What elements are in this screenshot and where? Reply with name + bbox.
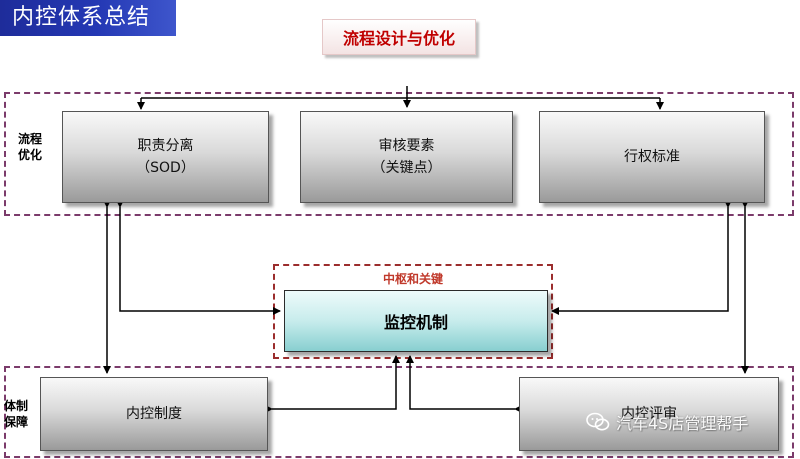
internal-control-review-box: 内控评审: [519, 377, 779, 451]
audit-line2: （关键点）: [371, 160, 442, 176]
page-title: 内控体系总结: [0, 0, 176, 36]
process-optimization-label: 流程 优化: [18, 131, 50, 163]
monitor-label: 监控机制: [383, 313, 448, 332]
connector-sod-monitor: [116, 200, 281, 315]
watermark: 汽车4S店管理帮手: [586, 409, 748, 435]
connector-authority-monitor: [551, 200, 732, 315]
policy-line1: 内控制度: [126, 406, 182, 422]
process-optimization-group: [4, 92, 794, 216]
process-label-line2: 优化: [18, 148, 43, 162]
review-line1: 内控评审: [621, 406, 677, 422]
process-design-label: 流程设计与优化: [322, 19, 476, 55]
sod-line1: 职责分离: [137, 138, 194, 154]
audit-elements-box: 审核要素 （关键点）: [300, 111, 513, 203]
wechat-icon: [586, 412, 610, 431]
audit-line1: 审核要素: [378, 138, 435, 154]
system-label-line1: 体制: [4, 399, 29, 413]
internal-control-policy-box: 内控制度: [40, 377, 268, 451]
system-label-line2: 保障: [4, 415, 29, 429]
connector-review-monitor: [406, 355, 522, 413]
segregation-of-duties-box: 职责分离 （SOD）: [62, 111, 269, 203]
connector-policy-monitor: [265, 355, 400, 413]
core-key-title: 中枢和关键: [382, 272, 443, 286]
monitoring-mechanism-box: 监控机制: [284, 290, 548, 352]
watermark-text: 汽车4S店管理帮手: [616, 414, 749, 433]
authority-standard-box: 行权标准: [539, 111, 765, 203]
process-label-line1: 流程: [18, 132, 43, 146]
sod-line2: （SOD）: [136, 160, 195, 176]
authority-line1: 行权标准: [624, 149, 680, 165]
system-assurance-label: 体制 保障: [4, 398, 36, 430]
